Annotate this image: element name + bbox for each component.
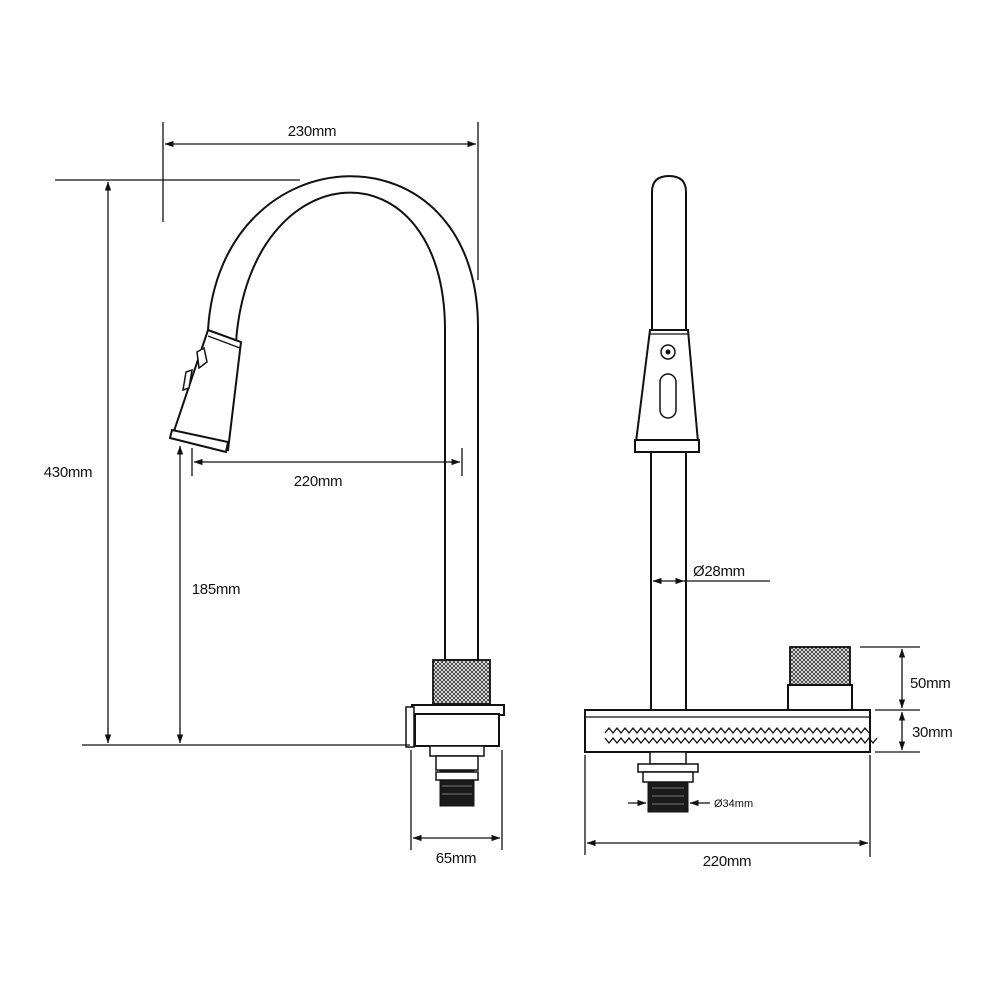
spray-button-icon: [196, 346, 208, 370]
spout-height-label: 185mm: [192, 581, 241, 598]
reach-label: 220mm: [294, 473, 343, 490]
base-height-label: 30mm: [912, 724, 952, 741]
upper-pipe: [651, 174, 687, 331]
base-decoration: [604, 726, 878, 745]
side-view: 230mm 430mm 220mm 185mm 65mm: [44, 122, 505, 867]
spray-mode-button: [659, 373, 677, 419]
spray-head: [168, 328, 243, 454]
front-base-width-label: 220mm: [703, 853, 752, 870]
handle-knurl: [789, 646, 851, 686]
width-top-label: 230mm: [288, 123, 337, 140]
gooseneck-spout: [206, 175, 480, 661]
thread-diameter-label: Ø34mm: [714, 798, 753, 810]
handle-height-label: 50mm: [910, 675, 950, 692]
base-width-label: 65mm: [436, 850, 476, 867]
front-mounting-shank: [637, 751, 699, 813]
mounting-shank: [429, 745, 485, 807]
handle-body: [787, 684, 853, 711]
knurled-collar: [432, 659, 491, 705]
spray-head-front: [634, 329, 700, 453]
front-view: Ø28mm Ø34mm 50mm 30m: [584, 174, 953, 870]
height-total-label: 430mm: [44, 464, 93, 481]
pipe-diameter-label: Ø28mm: [693, 563, 745, 580]
